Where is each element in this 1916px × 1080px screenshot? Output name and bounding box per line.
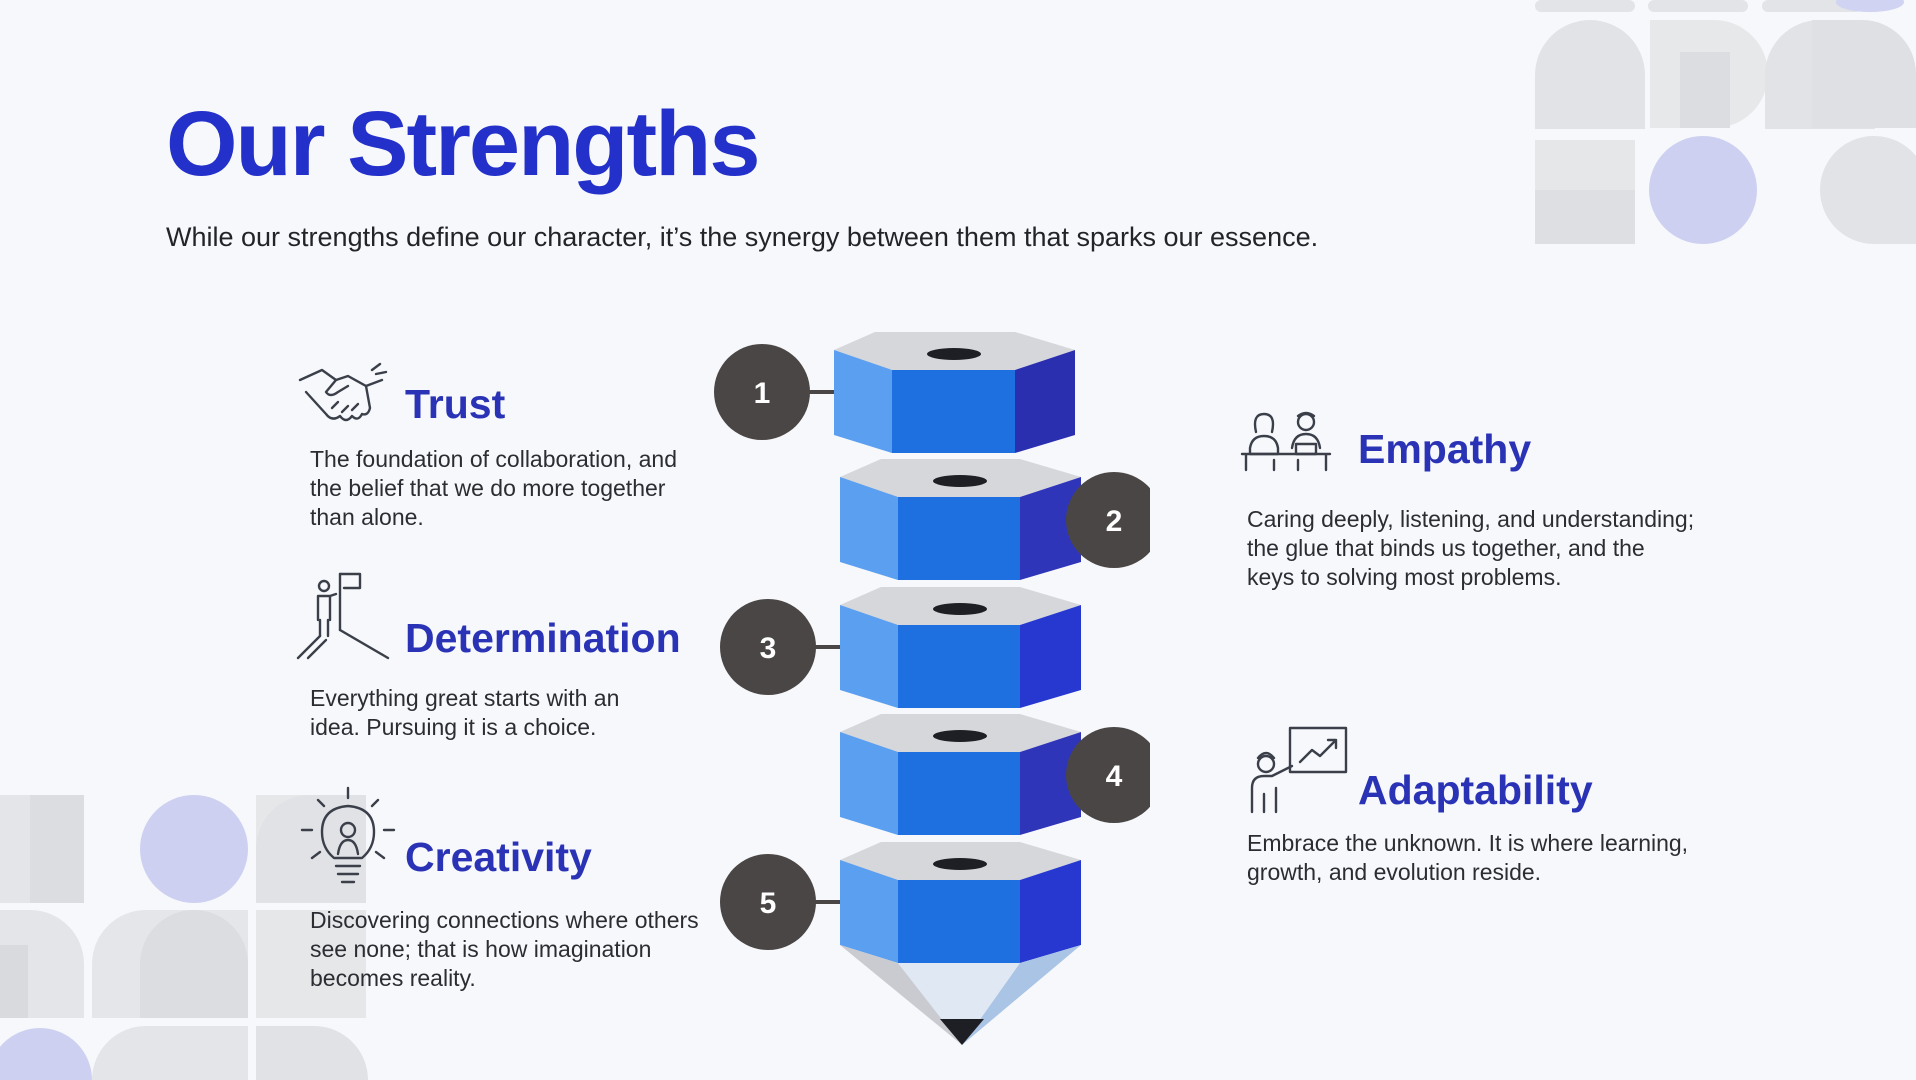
- number-circle-2: [1066, 472, 1150, 568]
- people-meeting-icon: [1240, 408, 1332, 476]
- pencil-segment-1: [834, 332, 1075, 453]
- strength-label-empathy: Empathy: [1358, 426, 1532, 472]
- number-circle-3: [720, 599, 816, 695]
- pencil-segment-5: [840, 842, 1081, 963]
- number-label-5: 5: [760, 887, 777, 920]
- strength-label-determination: Determination: [405, 615, 681, 661]
- page-subtitle: While our strengths define our character…: [166, 222, 1319, 252]
- number-circle-5: [720, 854, 816, 950]
- strength-label-creativity: Creativity: [405, 834, 592, 880]
- strength-label-trust: Trust: [405, 381, 506, 427]
- number-circle-1: [714, 344, 810, 440]
- strength-desc-determination: Everything great starts with an idea. Pu…: [310, 685, 620, 740]
- strength-desc-empathy: Caring deeply, listening, and understand…: [1247, 506, 1695, 590]
- number-label-1: 1: [754, 377, 771, 410]
- pencil-segment-2: [840, 459, 1081, 580]
- strength-desc-adaptability: Embrace the unknown. It is where learnin…: [1247, 830, 1689, 885]
- decorative-pattern-top-right: [1530, 0, 1916, 245]
- page-title: Our Strengths: [166, 93, 760, 195]
- number-circle-4: [1066, 727, 1150, 823]
- pencil-segment-3: [840, 587, 1081, 708]
- strength-desc-trust: The foundation of collaboration, and the…: [310, 446, 677, 530]
- strength-label-adaptability: Adaptability: [1358, 767, 1593, 813]
- pencil-segment-4: [840, 714, 1081, 835]
- lightbulb-person-icon: [298, 786, 398, 886]
- number-label-3: 3: [760, 632, 777, 665]
- person-flag-icon: [296, 570, 390, 662]
- number-label-4: 4: [1106, 760, 1123, 793]
- decorative-pattern-bottom-left: [0, 795, 370, 1080]
- growth-chart-presenter-icon: [1246, 726, 1348, 814]
- number-label-2: 2: [1106, 505, 1123, 538]
- pencil-tip: [840, 945, 1081, 1045]
- strength-desc-creativity: Discovering connections where others see…: [310, 907, 699, 991]
- pencil-diagram: 1 2 3 4 5: [714, 332, 1150, 1045]
- handshake-icon: [296, 362, 388, 438]
